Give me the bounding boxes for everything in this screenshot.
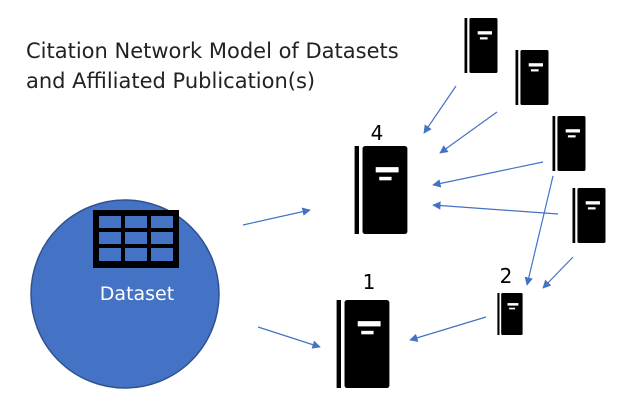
arrow-pub2-to-pub1 — [409, 316, 487, 342]
publication-main-lower: 1 — [336, 270, 390, 388]
publication-secondary: 2 — [497, 264, 523, 335]
table-icon — [93, 210, 179, 268]
arrow-citer-a-to-pub4 — [423, 85, 457, 134]
publication-main-upper: 4 — [354, 121, 408, 234]
dataset-label: Dataset — [100, 283, 174, 305]
arrow-citer-c-to-pub4 — [432, 161, 544, 188]
book-icon — [552, 116, 586, 171]
arrow-citer-b-to-pub4 — [439, 111, 498, 154]
book-icon — [515, 50, 549, 105]
citation-arrows — [242, 85, 574, 349]
citation-count-1: 1 — [363, 270, 376, 294]
arrow-citer-d-to-pub2 — [542, 256, 574, 289]
diagram-title: Citation Network Model of Datasets and A… — [26, 36, 446, 96]
title-line-2: and Affiliated Publication(s) — [26, 69, 316, 93]
arrow-dataset-to-pub1 — [257, 326, 321, 349]
citation-count-4: 4 — [371, 121, 384, 145]
arrow-dataset-to-pub4 — [242, 207, 311, 226]
citation-count-2: 2 — [500, 264, 513, 288]
title-line-1: Citation Network Model of Datasets — [26, 39, 399, 63]
arrow-citer-d-to-pub4 — [432, 201, 559, 215]
dataset-node: Dataset — [30, 199, 220, 389]
book-icon — [354, 146, 408, 234]
arrow-citer-c-to-pub2 — [524, 175, 554, 286]
book-icon — [336, 300, 390, 388]
book-icon — [572, 188, 606, 243]
book-icon — [497, 293, 523, 335]
book-icon — [464, 18, 498, 73]
